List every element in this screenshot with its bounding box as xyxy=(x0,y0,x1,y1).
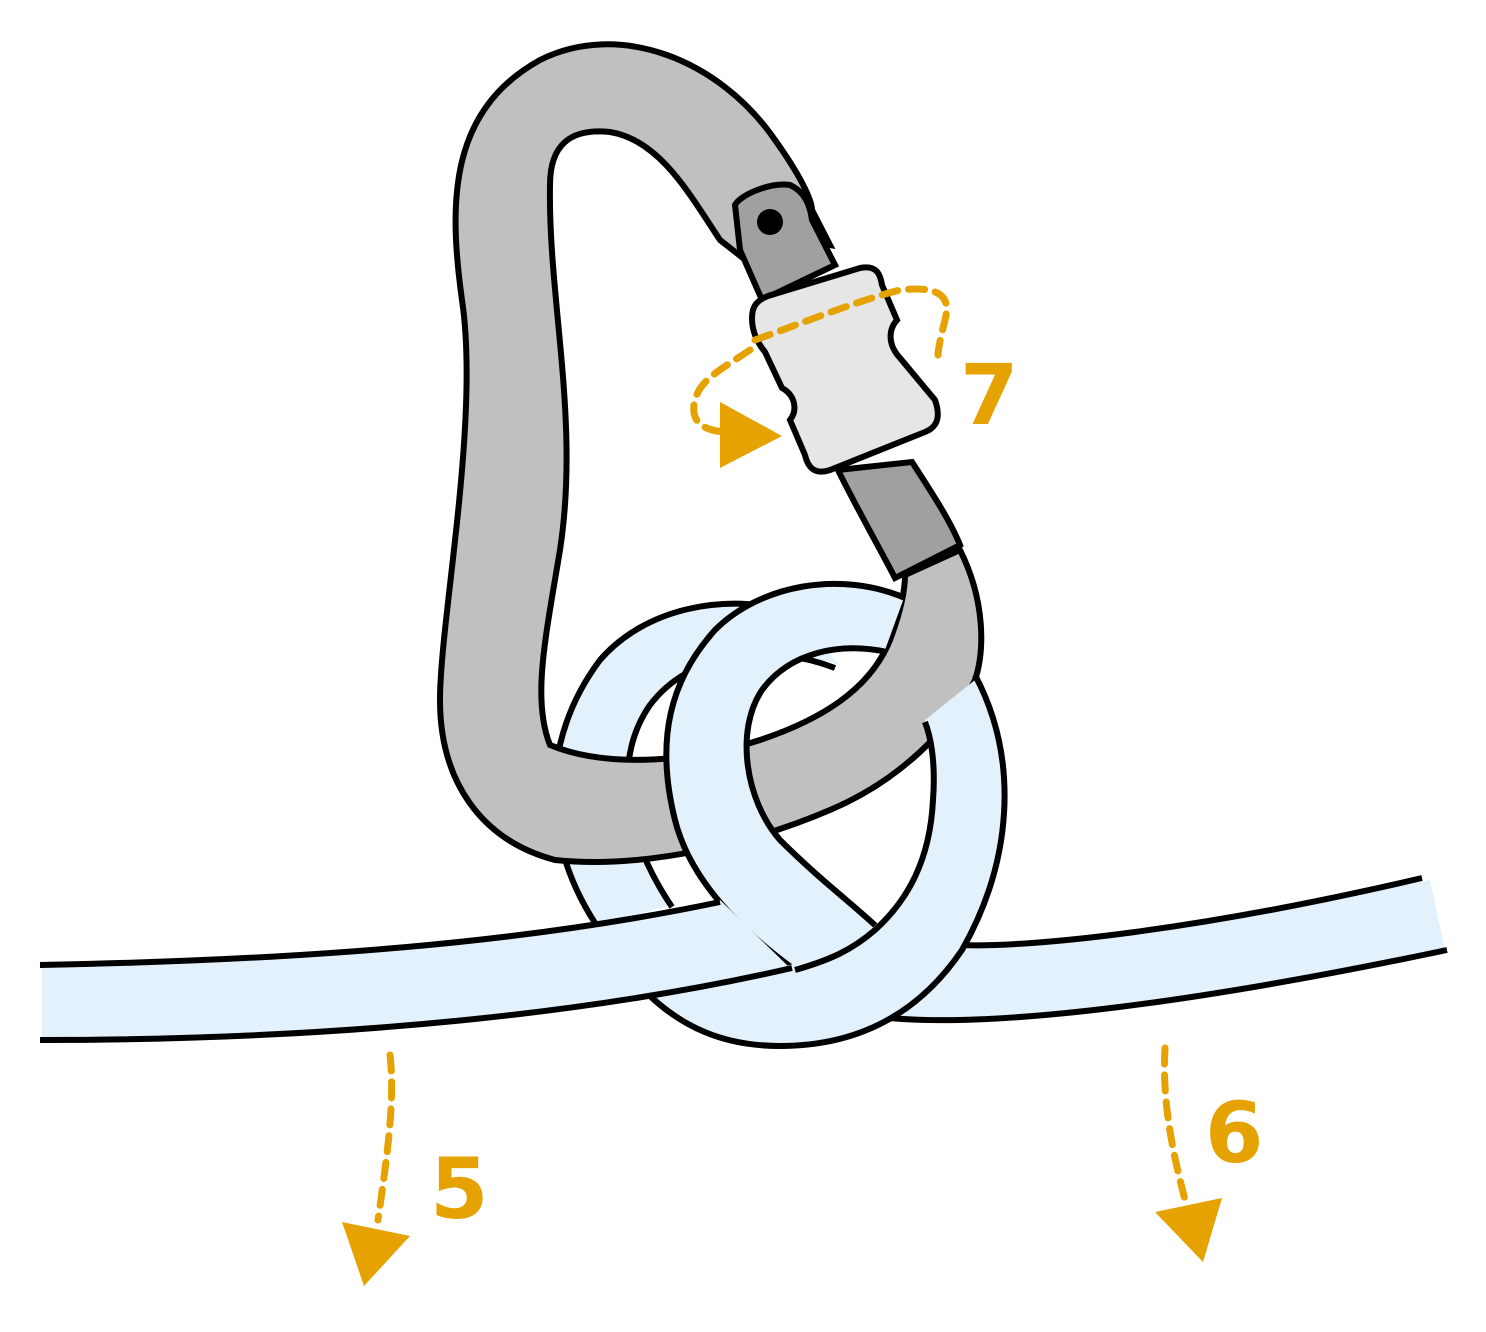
step-6-pull-arrow: 6 xyxy=(1155,1044,1263,1262)
step-7-rotate-arrow: 7 xyxy=(690,285,1018,468)
step-5-label: 5 xyxy=(430,1140,488,1238)
rope-right-strand xyxy=(889,875,1448,1024)
carabiner-gate-upper xyxy=(731,181,840,305)
step-6-label: 6 xyxy=(1205,1084,1263,1182)
step-5-pull-arrow: 5 xyxy=(342,1051,488,1286)
rope-left-strand xyxy=(39,899,793,1043)
carabiner xyxy=(436,41,985,865)
arrowhead-icon xyxy=(342,1222,410,1286)
gate-rivet-icon xyxy=(757,209,783,235)
arrowhead-icon xyxy=(1155,1198,1222,1262)
arrowhead-icon xyxy=(720,402,782,468)
rope-outer-loop-front xyxy=(647,673,1008,1050)
carabiner-gate-lower xyxy=(833,458,964,583)
step-7-label: 7 xyxy=(960,346,1018,444)
locking-sleeve[interactable] xyxy=(748,264,941,475)
